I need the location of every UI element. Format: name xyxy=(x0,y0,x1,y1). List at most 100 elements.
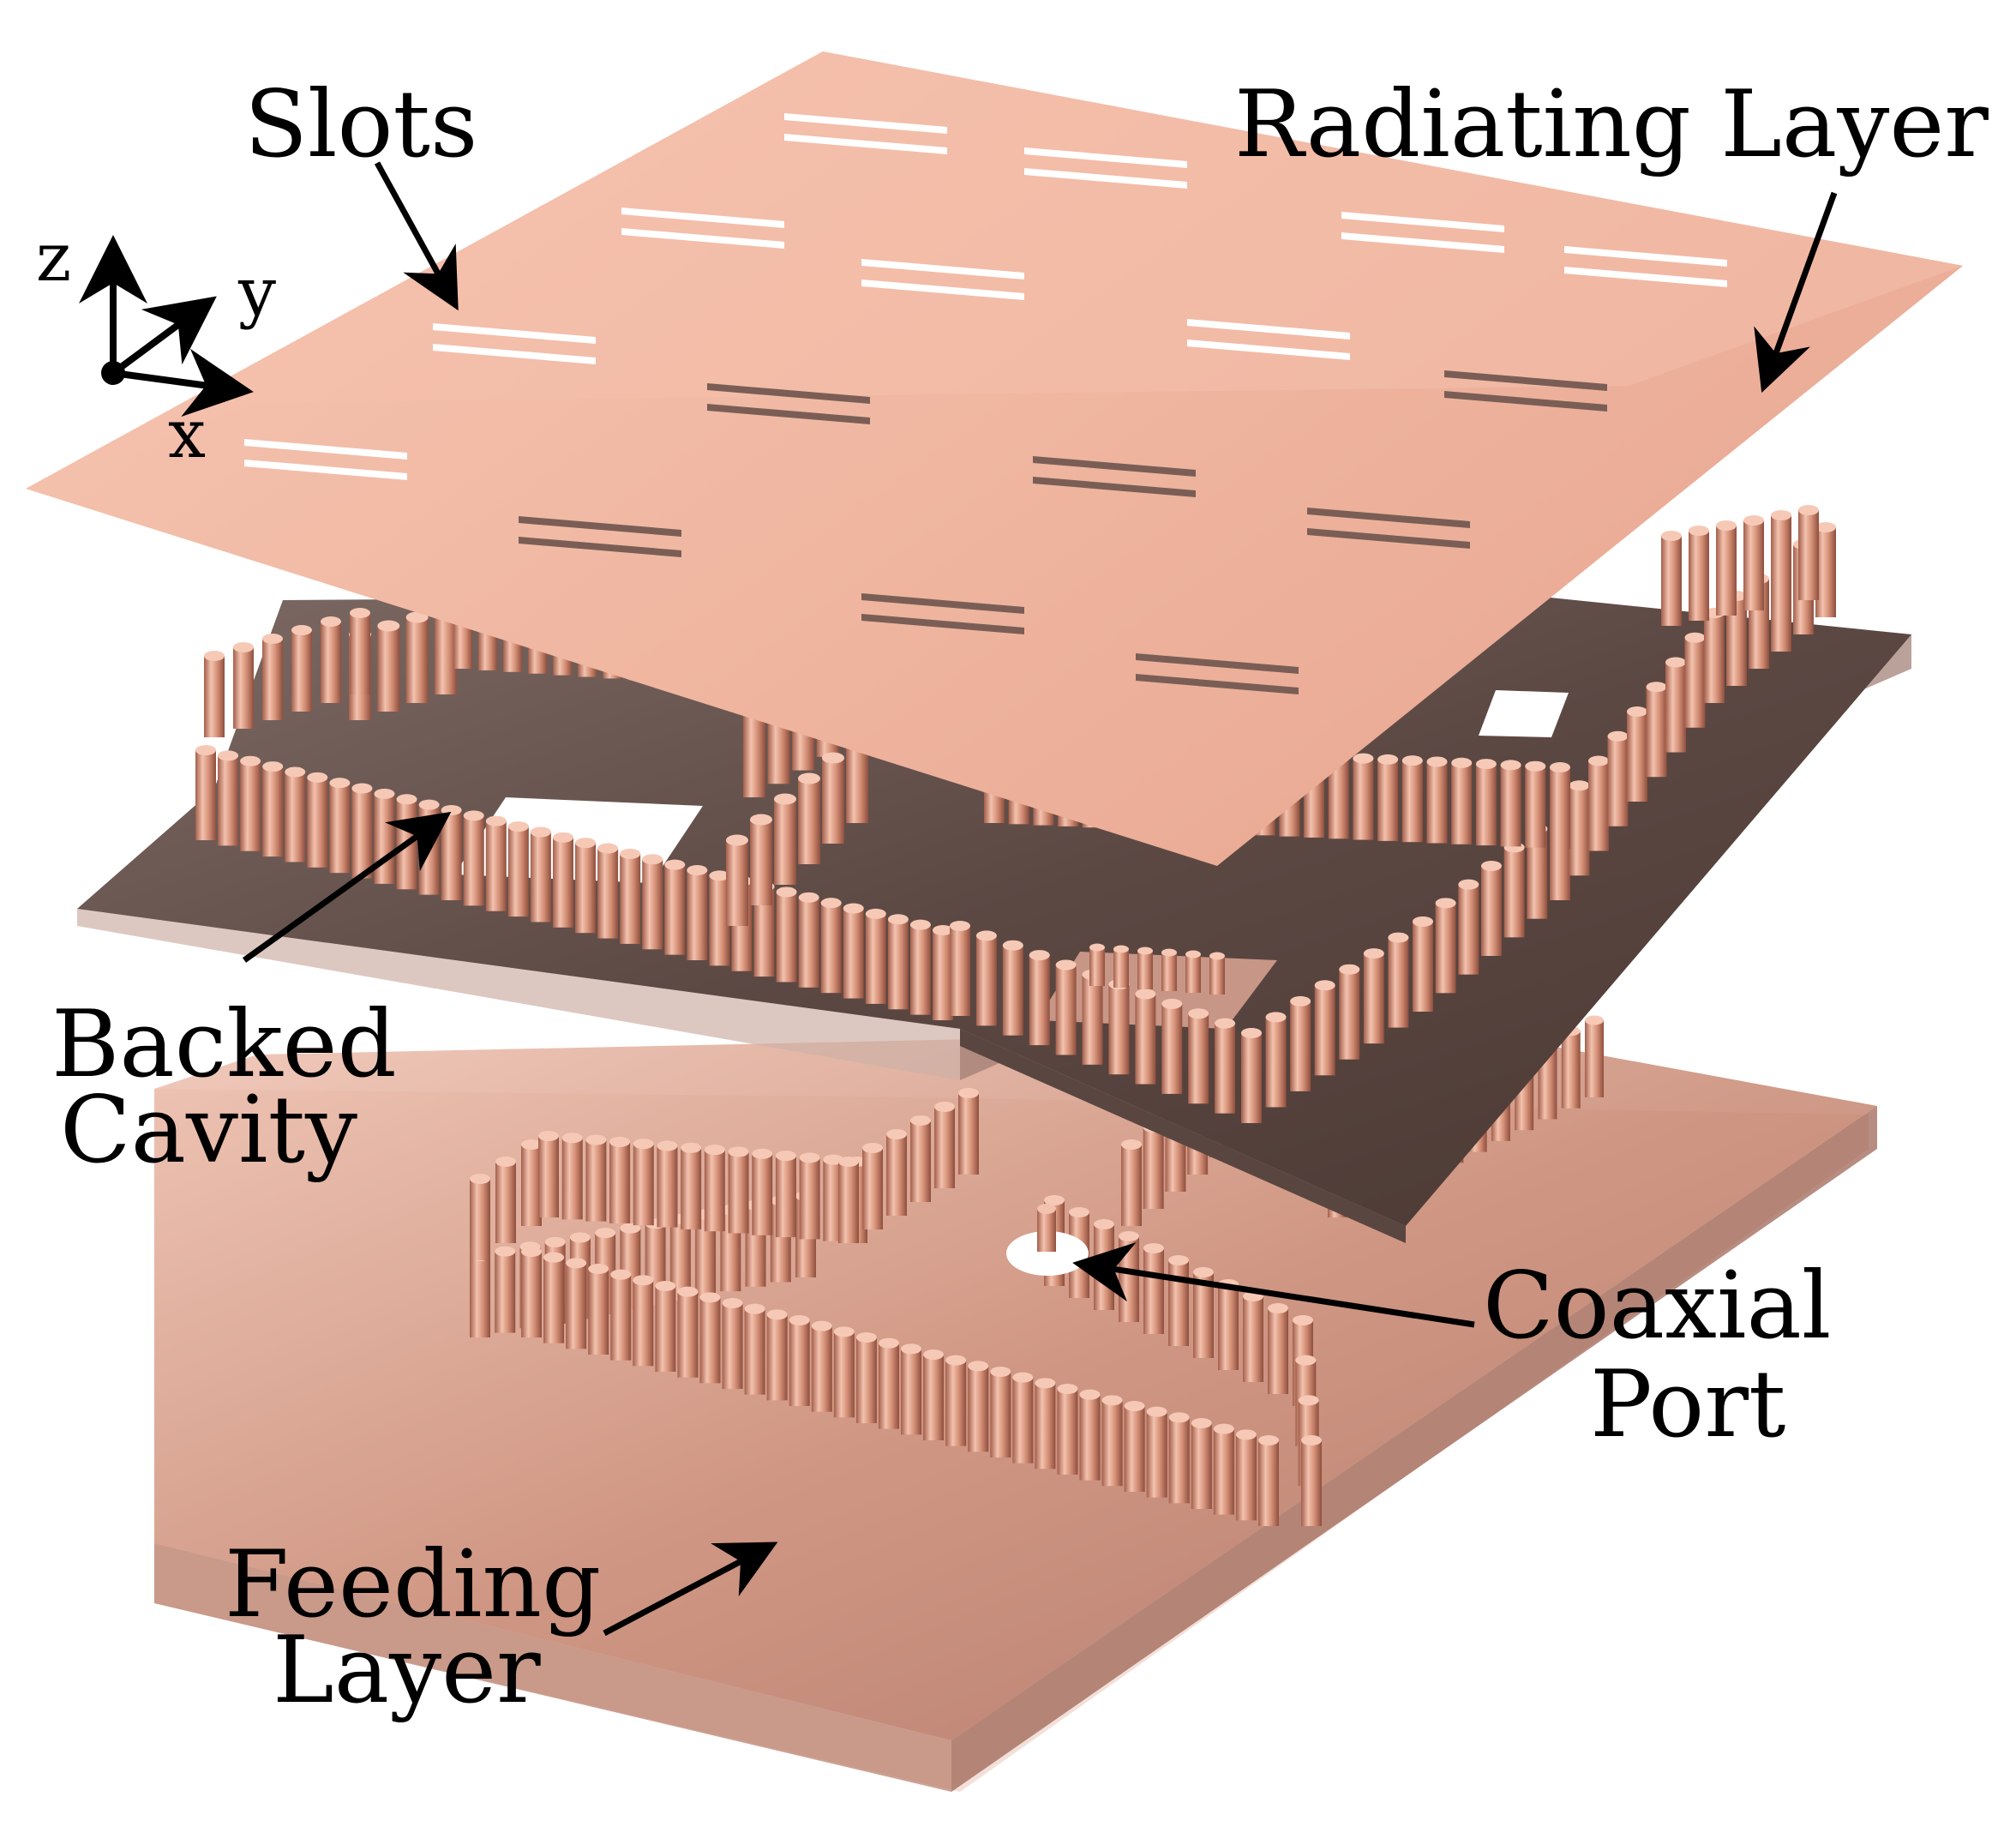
cavity-post xyxy=(1135,989,1156,1085)
cavity-post xyxy=(195,745,216,840)
cavity-post xyxy=(1646,682,1667,778)
cavity-post xyxy=(1689,526,1709,621)
cavity-post xyxy=(1002,940,1023,1036)
cavity-aperture-right xyxy=(1479,690,1569,737)
cavity-post xyxy=(329,778,351,874)
cavity-post xyxy=(774,793,796,885)
cavity-post xyxy=(798,772,820,864)
feed-post xyxy=(633,1139,654,1226)
cavity-post xyxy=(1161,998,1183,1094)
cavity-post xyxy=(1339,964,1360,1060)
radiating-layer-label: Radiating Layer xyxy=(1234,71,1989,178)
slot xyxy=(433,323,596,344)
cavity-post xyxy=(377,620,400,712)
feed-post xyxy=(811,1320,832,1412)
feed-post xyxy=(923,1349,945,1440)
y-axis-arrow xyxy=(111,296,217,376)
x-axis-arrow xyxy=(112,348,254,418)
slot xyxy=(1187,319,1350,340)
cavity-post xyxy=(1525,760,1546,848)
cavity-post xyxy=(1665,657,1686,753)
coaxial-port xyxy=(1006,1204,1089,1276)
cavity-post xyxy=(1377,754,1399,841)
cavity-post xyxy=(950,921,970,1016)
feed-post xyxy=(1258,1435,1279,1526)
feed-post xyxy=(728,1146,749,1234)
cavity-post xyxy=(218,750,239,846)
coaxial-port-label-line1: Coaxial xyxy=(1483,1253,1832,1360)
cavity-post xyxy=(798,892,819,988)
feed-post xyxy=(1143,1122,1164,1209)
feed-post xyxy=(1301,1435,1322,1526)
x-axis-label: x xyxy=(168,396,206,473)
feed-post xyxy=(1268,1303,1288,1394)
slot xyxy=(861,279,1024,300)
coaxial-port-label-line2: Port xyxy=(1590,1351,1786,1458)
cavity-post xyxy=(1550,762,1570,849)
cavity-post xyxy=(687,865,708,960)
slot xyxy=(1564,246,1727,267)
slot xyxy=(1033,456,1196,477)
cavity-post xyxy=(620,848,641,944)
cavity-post xyxy=(1388,932,1409,1028)
cavity-post xyxy=(1458,879,1479,975)
cavity-post xyxy=(1353,753,1374,840)
cavity-post xyxy=(1363,948,1384,1044)
cavity-post xyxy=(1743,515,1764,610)
feed-post xyxy=(934,1102,955,1188)
cavity-post xyxy=(1627,706,1647,802)
feed-post xyxy=(766,1309,788,1401)
feed-post xyxy=(838,1157,859,1243)
feed-post xyxy=(1191,1418,1212,1509)
coordinate-axes xyxy=(79,235,254,418)
feed-post xyxy=(1235,1429,1257,1521)
feed-post xyxy=(470,1174,490,1260)
cavity-post xyxy=(1029,950,1050,1046)
cavity-post xyxy=(750,814,772,905)
cavity-post xyxy=(822,752,844,844)
feed-post xyxy=(609,1136,631,1223)
slot xyxy=(519,537,681,557)
feed-post xyxy=(1218,1279,1239,1370)
slot xyxy=(519,516,681,537)
cavity-post xyxy=(1588,755,1609,851)
cavity-post xyxy=(507,821,529,917)
slot xyxy=(861,614,1024,634)
feed-post xyxy=(775,1151,796,1238)
slots-arrow xyxy=(374,161,459,311)
slot xyxy=(433,344,596,364)
feed-post xyxy=(1121,1139,1142,1226)
cavity-post xyxy=(1503,842,1525,938)
cavity-post xyxy=(307,772,328,868)
feed-post xyxy=(833,1326,855,1418)
cavity-post xyxy=(262,761,284,857)
feed-post xyxy=(855,1332,877,1423)
cavity-post xyxy=(240,755,261,851)
slot xyxy=(707,404,870,424)
cavity-post xyxy=(1185,950,1201,993)
feed-post xyxy=(1143,1243,1164,1334)
z-axis-label: z xyxy=(36,219,72,297)
slot xyxy=(861,593,1024,614)
feed-post xyxy=(495,1157,516,1243)
axes-origin xyxy=(101,361,125,385)
cavity-post xyxy=(597,843,619,939)
radiating-layer-slots xyxy=(244,113,1727,694)
slot xyxy=(1307,508,1470,528)
feed-post xyxy=(1243,1291,1263,1382)
slot xyxy=(1187,340,1350,360)
feed-post xyxy=(722,1298,743,1389)
feed-post xyxy=(657,1140,678,1228)
cavity-post xyxy=(405,611,429,703)
feed-post xyxy=(655,1281,676,1372)
cavity-post xyxy=(530,826,551,922)
slot xyxy=(1444,391,1607,412)
backed-cavity-arrow xyxy=(242,811,452,963)
slot xyxy=(1136,653,1299,674)
cavity-post xyxy=(1704,608,1725,703)
cavity-post xyxy=(1113,945,1129,988)
cavity-post xyxy=(1314,980,1335,1076)
feed-post xyxy=(862,1143,883,1229)
cavity-post xyxy=(1569,780,1590,876)
